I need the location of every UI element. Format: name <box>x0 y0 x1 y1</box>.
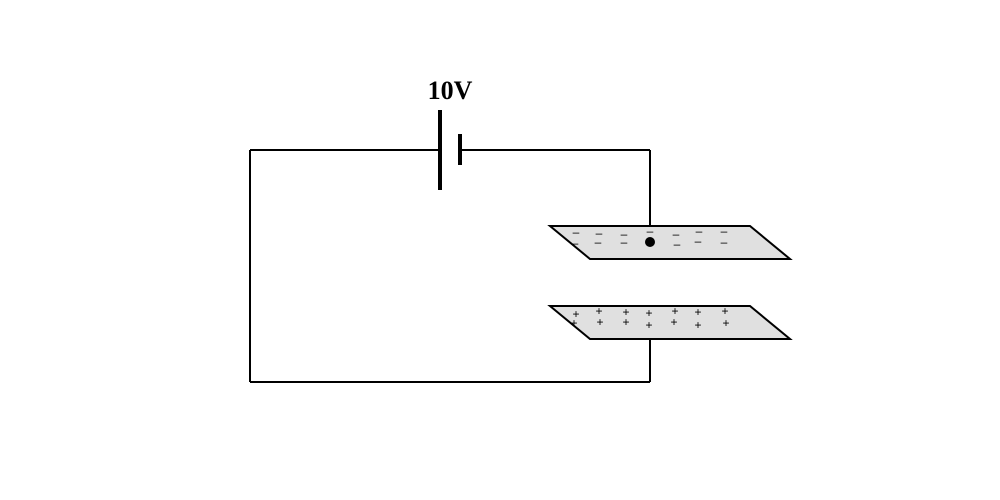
negative-charge-symbol: – <box>674 237 681 251</box>
negative-charge-symbol: – <box>721 224 728 238</box>
top-plate-shape <box>547 225 793 260</box>
negative-charge-symbol: – <box>621 227 628 241</box>
positive-charge-symbol: + <box>596 315 603 329</box>
positive-charge-symbol: + <box>694 305 701 319</box>
negative-charge-symbol: – <box>695 234 702 248</box>
negative-charge-symbol: – <box>595 235 602 249</box>
top-plate-contact-dot <box>645 237 655 247</box>
circuit-wires <box>249 149 651 383</box>
positive-charge-symbol: + <box>622 305 629 319</box>
bottom-plate: ++++++++++++++ <box>547 304 793 340</box>
battery-voltage-label: 10V <box>428 76 473 105</box>
positive-charge-symbol: + <box>722 316 729 330</box>
positive-charge-symbol: + <box>670 315 677 329</box>
positive-charge-symbol: + <box>622 315 629 329</box>
negative-charge-symbol: – <box>696 224 703 238</box>
positive-charge-symbol: + <box>570 316 577 330</box>
negative-charge-symbol: – <box>721 235 728 249</box>
negative-charge-symbol: – <box>647 224 654 238</box>
negative-charge-symbol: – <box>596 226 603 240</box>
positive-charge-symbol: + <box>671 304 678 318</box>
positive-charge-symbol: + <box>595 304 602 318</box>
negative-charge-symbol: – <box>673 227 680 241</box>
positive-charge-symbol: + <box>572 307 579 321</box>
negative-charge-symbol: – <box>572 236 579 250</box>
positive-charge-symbol: + <box>645 318 652 332</box>
positive-charge-symbol: + <box>694 318 701 332</box>
battery: 10V <box>428 76 473 190</box>
bottom-plate-shape <box>547 305 793 340</box>
positive-charge-symbol: + <box>645 306 652 320</box>
negative-charge-symbol: – <box>621 235 628 249</box>
top-plate: –––––––––––––– <box>547 224 793 260</box>
bottom-plate-charges: ++++++++++++++ <box>570 304 729 332</box>
negative-charge-symbol: – <box>573 225 580 239</box>
positive-charge-symbol: + <box>721 304 728 318</box>
